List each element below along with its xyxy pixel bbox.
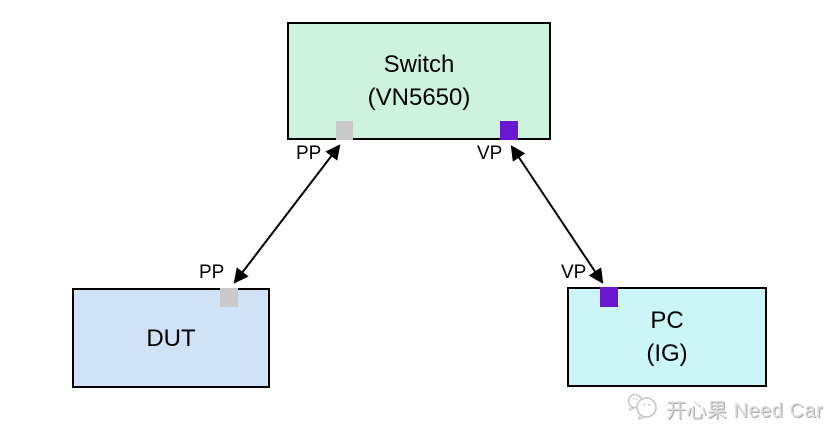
switch-pp-label: PP <box>296 143 322 164</box>
wechat-bubbles-icon <box>625 392 661 425</box>
node-pc: PC (IG) <box>567 287 767 387</box>
pc-title: PC <box>650 307 684 334</box>
switch-vp-label: VP <box>477 143 503 164</box>
switch-title: Switch <box>383 51 455 78</box>
switch-subtitle: (VN5650) <box>367 84 471 111</box>
watermark: 开心果 Need Car <box>625 392 823 425</box>
arrow-dut-pp-to-switch-pp <box>233 144 341 284</box>
arrow-switch-vp-to-pc-vp <box>510 145 604 284</box>
switch-pp-port <box>336 121 353 140</box>
dut-pp-port <box>220 288 238 307</box>
switch-vp-port <box>500 121 518 140</box>
pc-vp-label: VP <box>561 262 587 283</box>
dut-pp-label: PP <box>199 262 225 283</box>
pc-vp-port <box>600 287 618 307</box>
node-switch: Switch (VN5650) <box>287 22 551 140</box>
watermark-text: 开心果 Need Car <box>666 400 824 422</box>
dut-title: DUT <box>146 324 196 352</box>
pc-subtitle: (IG) <box>646 340 688 367</box>
node-dut: DUT <box>72 288 270 388</box>
